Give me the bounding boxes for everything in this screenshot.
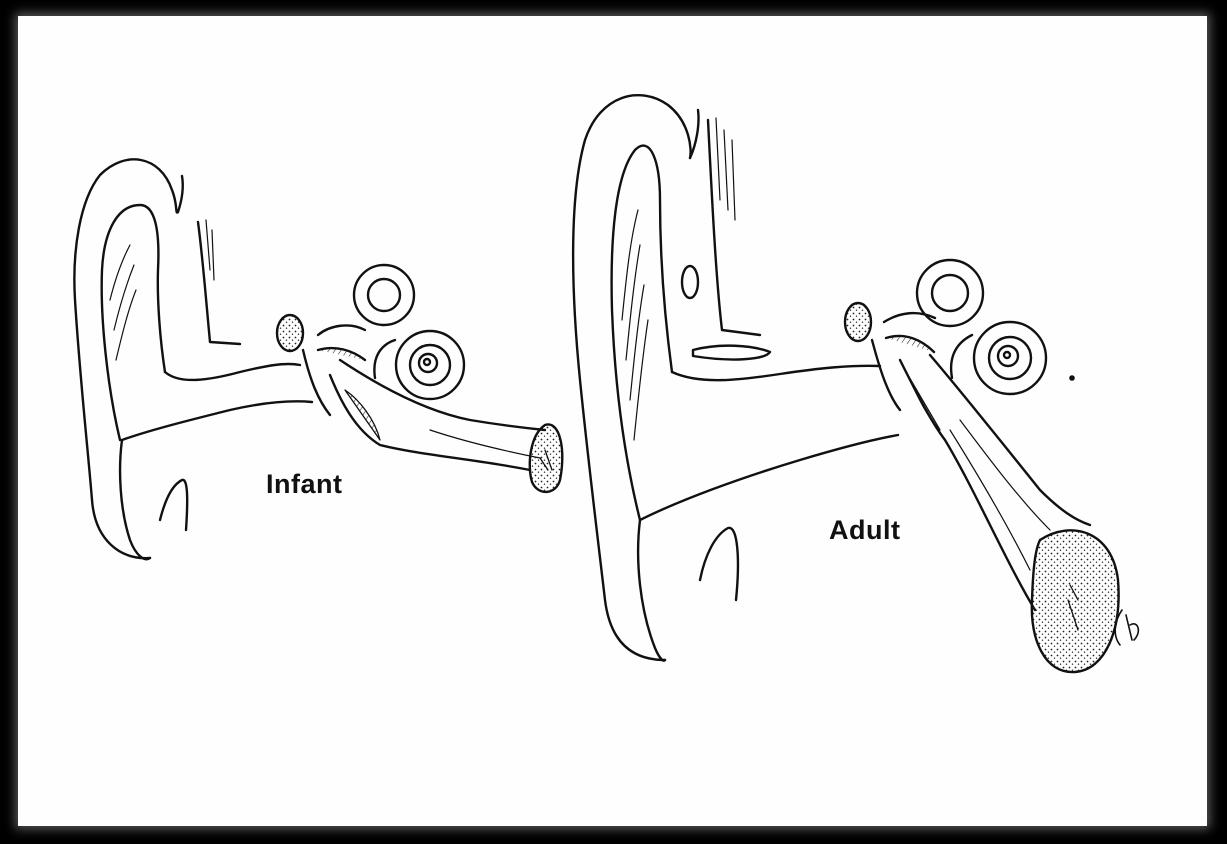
artist-signature-icon	[1115, 610, 1138, 645]
infant-label: Infant	[266, 469, 343, 500]
adult-ear-icon	[573, 95, 1118, 672]
adult-label: Adult	[829, 515, 900, 546]
